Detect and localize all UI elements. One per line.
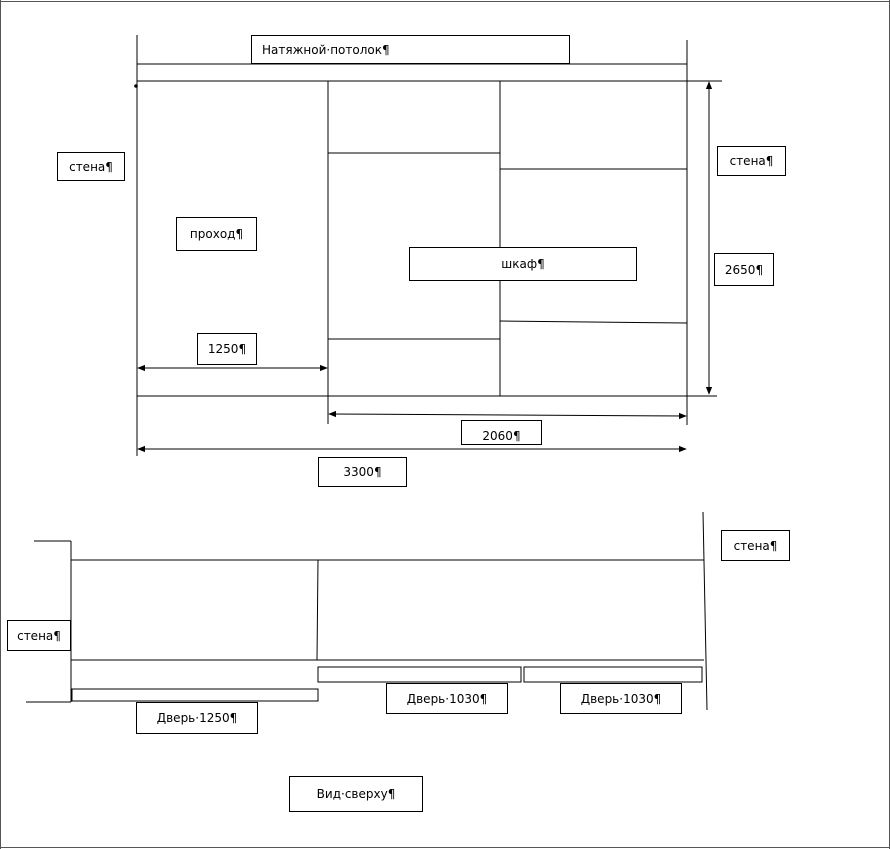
door-1030-a-panel <box>317 666 522 683</box>
door-1030-b-panel <box>523 666 703 683</box>
width-passage-label: 1250¶ <box>197 333 257 365</box>
wardrobe-label: шкаф¶ <box>409 247 637 281</box>
width-total-label: 3300¶ <box>318 457 407 487</box>
top-view-label: Вид·сверху¶ <box>289 776 423 812</box>
front-view <box>134 35 722 456</box>
ceiling-label: Натяжной·потолок¶ <box>251 35 570 64</box>
door-1030-a-label: Дверь·1030¶ <box>386 683 508 714</box>
wall-top-right-label: стена¶ <box>721 530 790 561</box>
top-view <box>26 511 708 711</box>
wall-left-label: стена¶ <box>57 152 125 181</box>
door-1030-b-label: Дверь·1030¶ <box>560 683 682 714</box>
passage-label: проход¶ <box>176 217 257 251</box>
wardrobe-dimension-arrow <box>328 410 687 420</box>
door-1250-panel <box>71 688 319 702</box>
corner-dot <box>134 84 138 88</box>
top-right-wall <box>702 511 708 711</box>
width-wardrobe-label: 2060¶ <box>461 420 542 445</box>
wall-right-label: стена¶ <box>717 146 786 176</box>
height-label: 2650¶ <box>714 253 774 286</box>
top-divider <box>316 559 319 661</box>
door-1250-label: Дверь·1250¶ <box>136 702 258 734</box>
wall-top-left-label: стена¶ <box>7 620 71 651</box>
shelf-right-bottom <box>499 320 688 324</box>
